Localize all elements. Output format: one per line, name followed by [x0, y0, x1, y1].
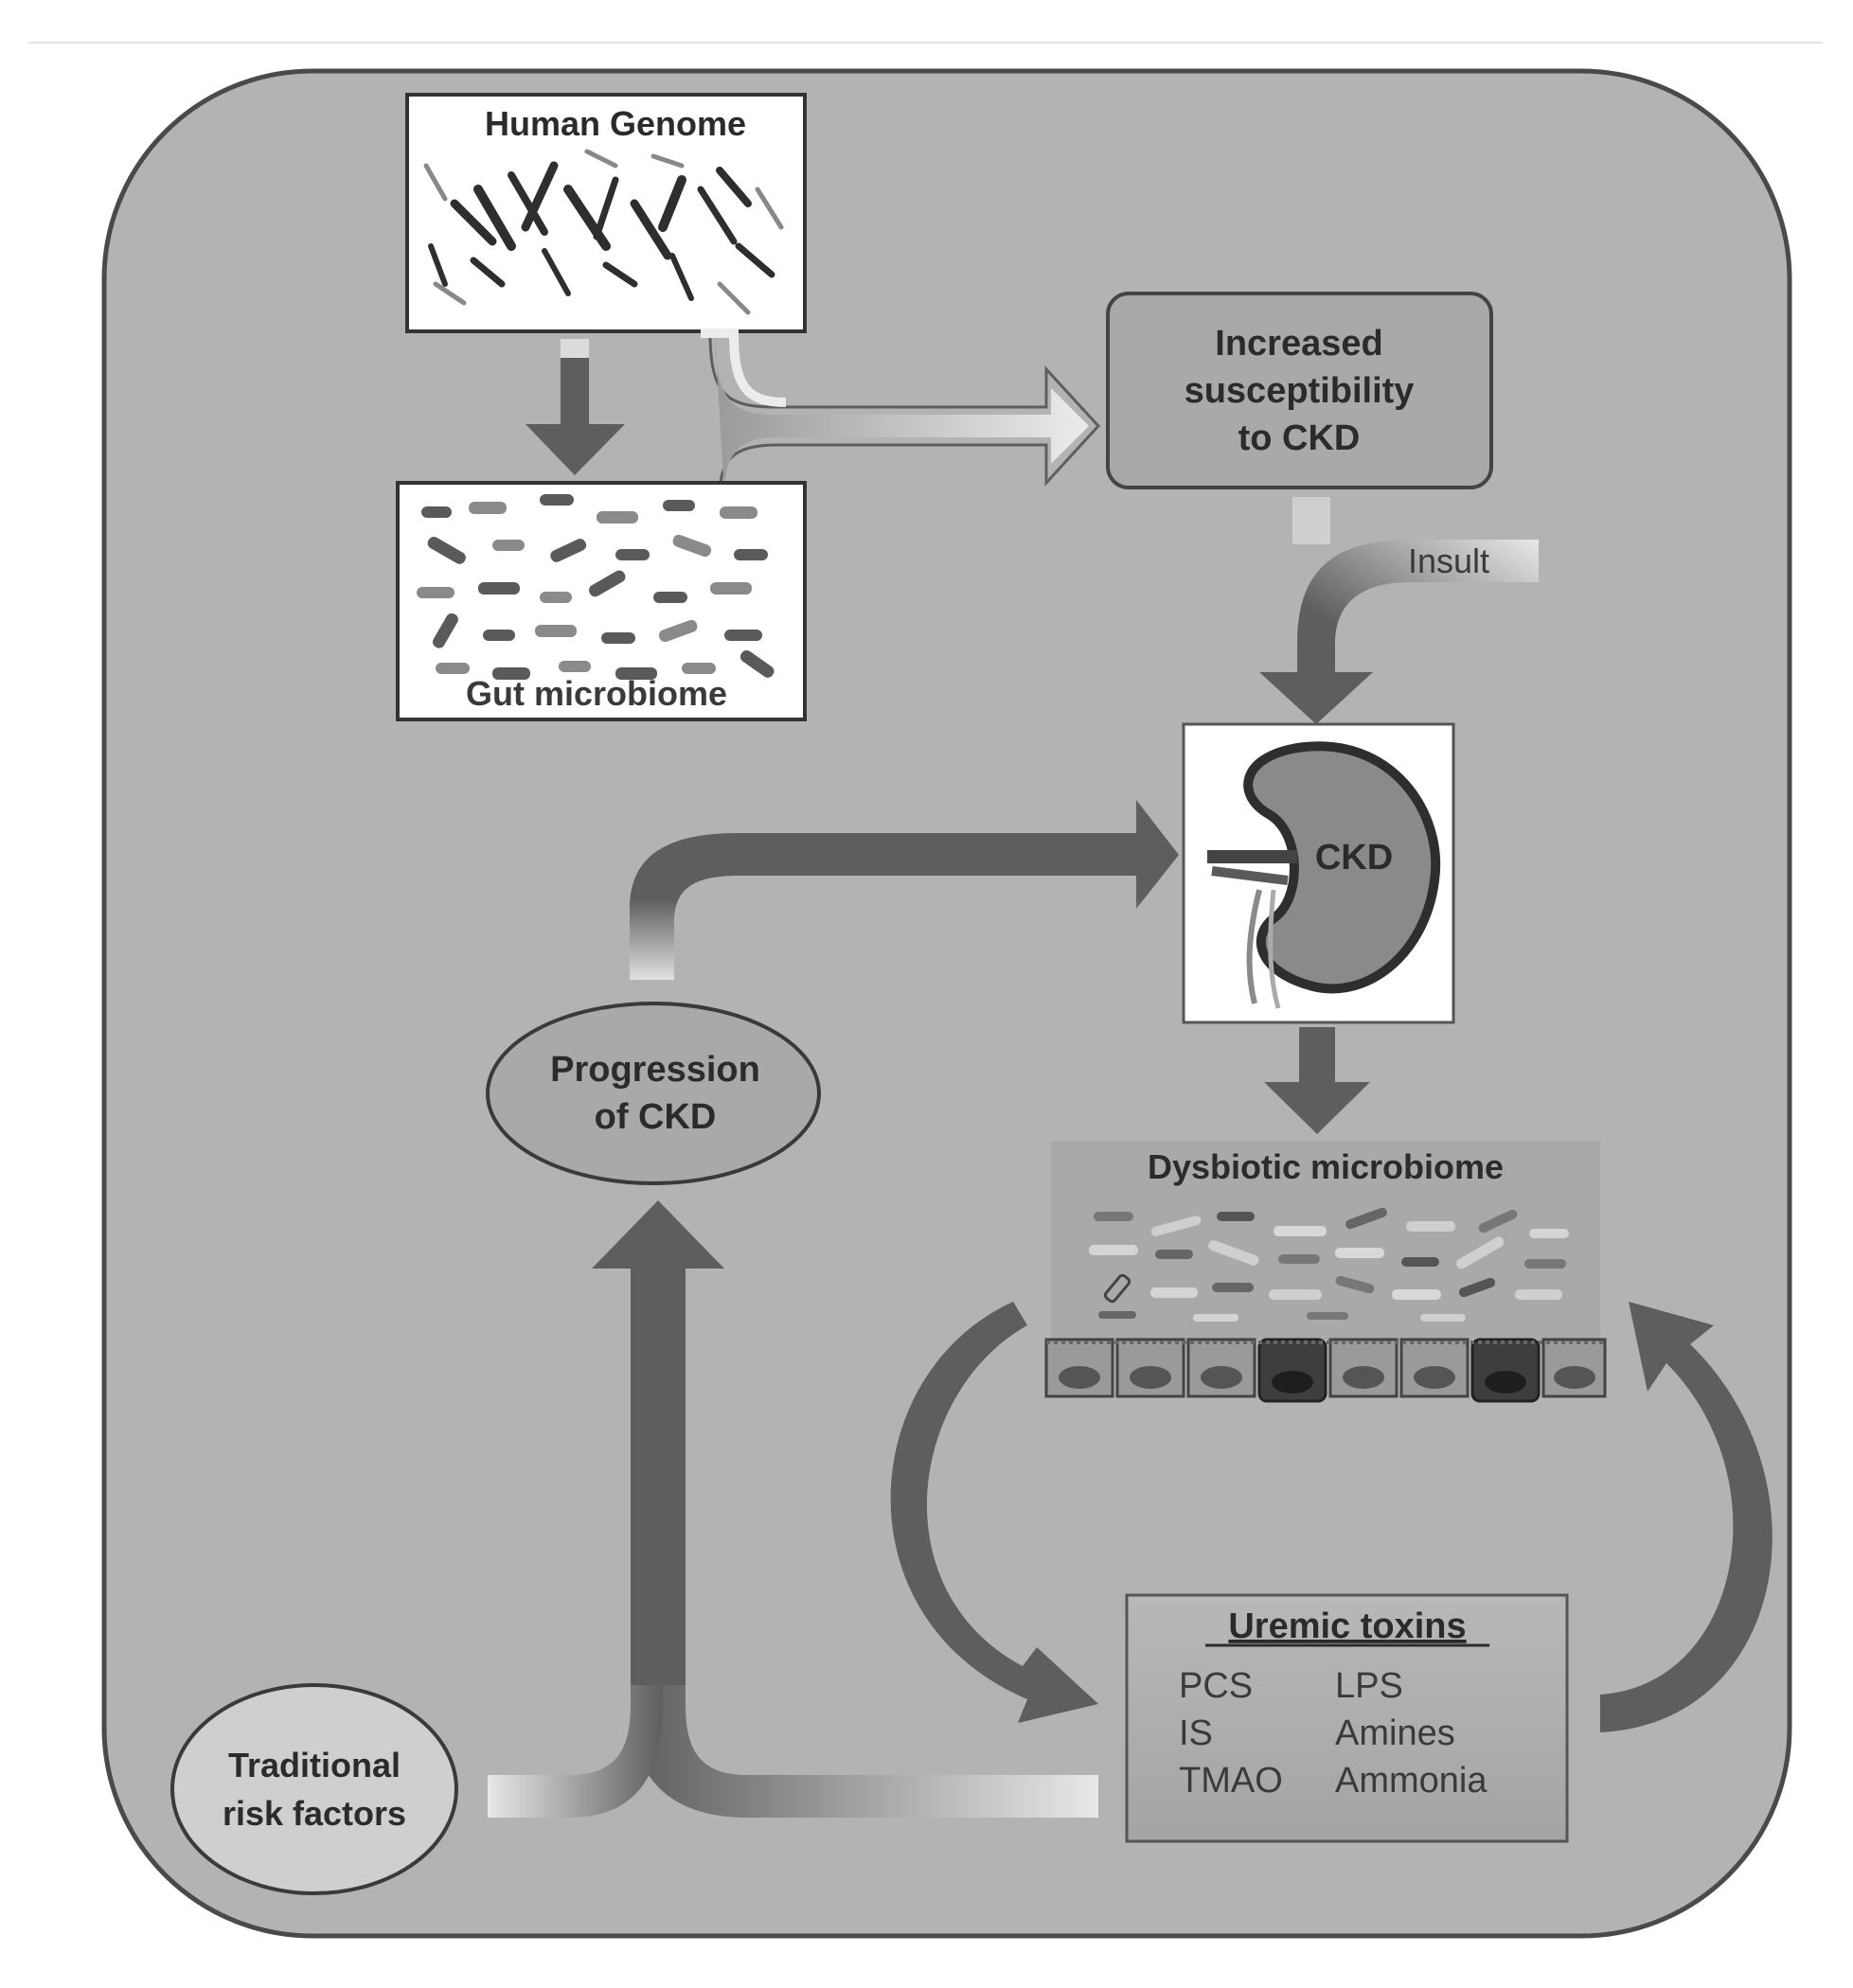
- toxin-lps: LPS: [1335, 1666, 1403, 1706]
- toxin-tmao: TMAO: [1179, 1761, 1283, 1801]
- ckd-box: CKD: [1182, 722, 1455, 1024]
- toxin-amines: Amines: [1335, 1713, 1455, 1753]
- human-genome-label: Human Genome: [485, 104, 746, 143]
- toxin-ammonia: Ammonia: [1335, 1761, 1488, 1801]
- risk-factors-node: Traditional risk factors: [170, 1683, 458, 1895]
- arrow-toxins-to-dysbiosis: [1600, 1302, 1773, 1732]
- kidney-icon: [1207, 741, 1441, 1009]
- arrow-to-progression: [488, 1200, 1098, 1818]
- toxin-pcs: PCS: [1179, 1666, 1253, 1706]
- progression-line-2: of CKD: [595, 1097, 717, 1137]
- uremic-toxins-title: Uremic toxins: [1228, 1606, 1466, 1646]
- susceptibility-line-3: to CKD: [1238, 418, 1361, 458]
- risk-factors-line-2: risk factors: [223, 1794, 406, 1833]
- chromosome-icon: [423, 149, 784, 315]
- arrow-to-susceptibility: [701, 328, 1101, 498]
- susceptibility-line-2: susceptibility: [1185, 371, 1415, 411]
- arrow-dysbiosis-to-toxins: [890, 1302, 1098, 1723]
- arrow-genome-to-gut: [526, 339, 625, 475]
- ckd-label: CKD: [1315, 838, 1393, 878]
- progression-line-1: Progression: [550, 1050, 760, 1090]
- gut-microbiome-box: Gut microbiome: [396, 481, 807, 721]
- human-genome-box: Human Genome: [405, 93, 807, 333]
- insult-label: Insult: [1408, 541, 1489, 580]
- bacteria-icon: [417, 494, 775, 680]
- uremic-toxins-box: Uremic toxins PCS IS TMAO LPS Amines Amm…: [1125, 1593, 1569, 1843]
- insult-arrow: Insult: [1259, 497, 1539, 724]
- arrow-ckd-to-dysbiotic: [1264, 1027, 1370, 1134]
- dysbiotic-panel: Dysbiotic microbiome: [1051, 1141, 1600, 1340]
- risk-factors-line-1: Traditional: [228, 1746, 401, 1784]
- gut-microbiome-label: Gut microbiome: [466, 674, 727, 713]
- toxin-is: IS: [1179, 1713, 1213, 1753]
- progression-node: Progression of CKD: [486, 1002, 821, 1185]
- arrow-progression-to-ckd: [630, 800, 1179, 980]
- dysbiotic-label: Dysbiotic microbiome: [1148, 1147, 1504, 1186]
- susceptibility-box: Increased susceptibility to CKD: [1106, 292, 1493, 489]
- dysbiotic-bacteria-icon: [1089, 1207, 1569, 1322]
- epithelial-cells: [1044, 1338, 1607, 1403]
- susceptibility-line-1: Increased: [1215, 324, 1382, 364]
